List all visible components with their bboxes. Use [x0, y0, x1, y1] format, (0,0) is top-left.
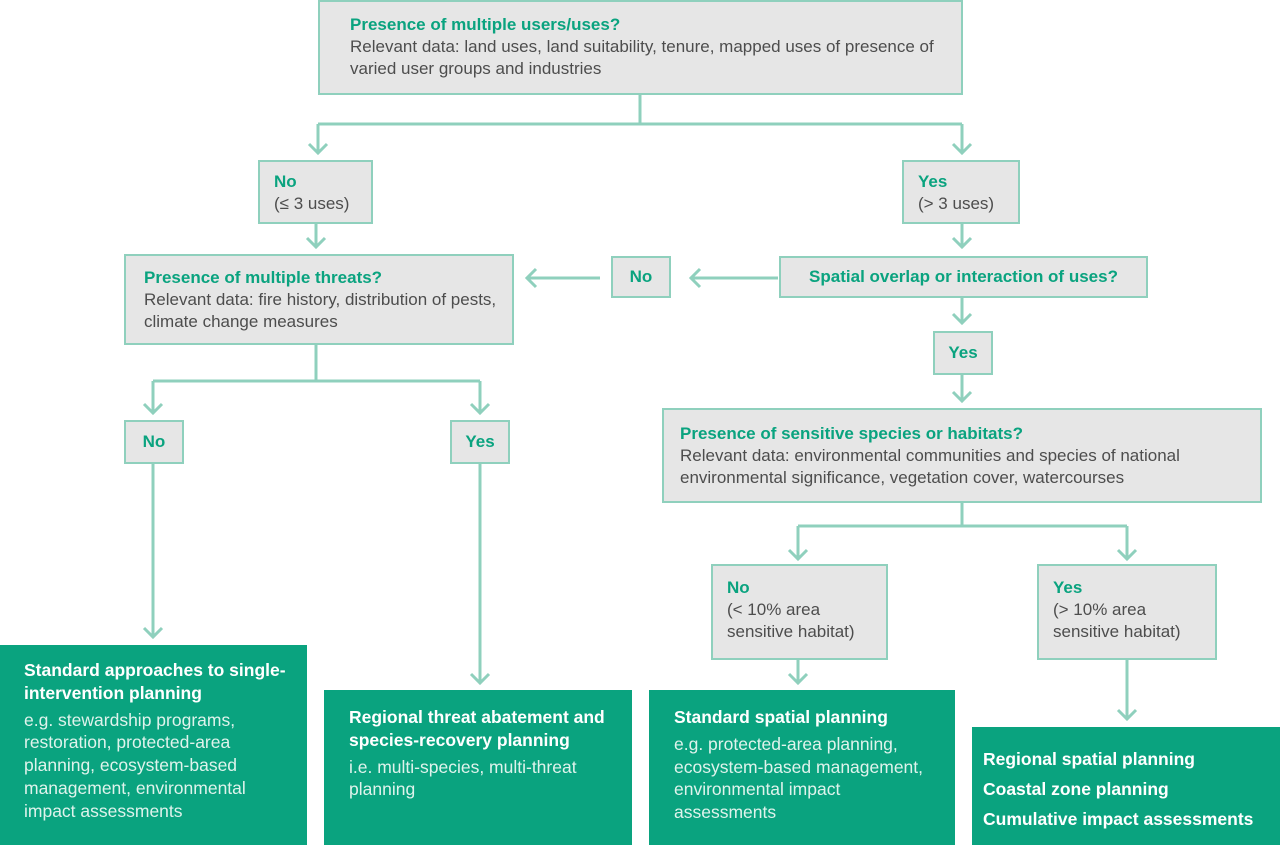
- decision-detail: Relevant data: environmental communities…: [680, 446, 1180, 488]
- outcome-standard-spatial: Standard spatial planning e.g. protected…: [649, 690, 955, 845]
- decision-sensitive-species: Presence of sensitive species or habitat…: [662, 408, 1262, 503]
- decision-detail: Relevant data: fire history, distributio…: [144, 290, 497, 332]
- decision-multiple-uses: Presence of multiple users/uses? Relevan…: [318, 0, 963, 95]
- answer-detail: (> 3 uses): [918, 194, 995, 214]
- decision-title: Presence of multiple users/uses?: [350, 15, 621, 34]
- outcome-title: Regional threat abatement and species-re…: [349, 707, 605, 750]
- decision-multiple-threats: Presence of multiple threats? Relevant d…: [124, 254, 514, 345]
- outcome-line: Regional spatial planning: [983, 749, 1195, 769]
- outcome-regional-spatial: Regional spatial planning Coastal zone p…: [972, 727, 1280, 845]
- answer-label: No: [142, 431, 166, 451]
- answer-yes-threats: Yes: [450, 420, 510, 464]
- answer-no-overlap: No: [611, 256, 671, 298]
- answer-detail: (≤ 3 uses): [274, 194, 350, 214]
- outcome-detail: e.g. protected-area planning, ecosystem-…: [674, 733, 924, 822]
- outcome-threat-abatement: Regional threat abatement and species-re…: [324, 690, 632, 845]
- outcome-title: Standard approaches to single-interventi…: [24, 660, 286, 703]
- answer-no-threats: No: [124, 420, 184, 464]
- answer-label: No: [727, 578, 750, 597]
- answer-yes-habitat: Yes (> 10% area sensitive habitat): [1037, 564, 1217, 660]
- decision-title: Spatial overlap or interaction of uses?: [809, 266, 1118, 286]
- outcome-line: Coastal zone planning: [983, 779, 1169, 799]
- answer-yes-uses: Yes (> 3 uses): [902, 160, 1020, 224]
- decision-detail: Relevant data: land uses, land suitabili…: [350, 37, 934, 79]
- answer-label: No: [629, 266, 653, 286]
- outcome-standard-approaches: Standard approaches to single-interventi…: [0, 645, 307, 845]
- decision-title: Presence of multiple threats?: [144, 268, 383, 287]
- outcome-detail: i.e. multi-species, multi-threat plannin…: [349, 756, 577, 800]
- decision-title: Presence of sensitive species or habitat…: [680, 424, 1023, 443]
- answer-label: No: [274, 172, 297, 191]
- answer-label: Yes: [1053, 578, 1083, 597]
- outcome-line: Cumulative impact assessments: [983, 809, 1254, 829]
- answer-label: Yes: [948, 342, 978, 362]
- outcome-detail: e.g. stewardship programs, restoration, …: [24, 709, 246, 821]
- answer-no-uses: No (≤ 3 uses): [258, 160, 373, 224]
- decision-spatial-overlap: Spatial overlap or interaction of uses?: [779, 256, 1148, 298]
- answer-no-habitat: No (< 10% area sensitive habitat): [711, 564, 888, 660]
- answer-label: Yes: [918, 172, 948, 191]
- answer-detail: (< 10% area sensitive habitat): [727, 600, 855, 642]
- answer-detail: (> 10% area sensitive habitat): [1053, 600, 1181, 642]
- answer-label: Yes: [465, 431, 495, 451]
- answer-yes-overlap: Yes: [933, 331, 993, 375]
- outcome-title: Standard spatial planning: [674, 707, 888, 727]
